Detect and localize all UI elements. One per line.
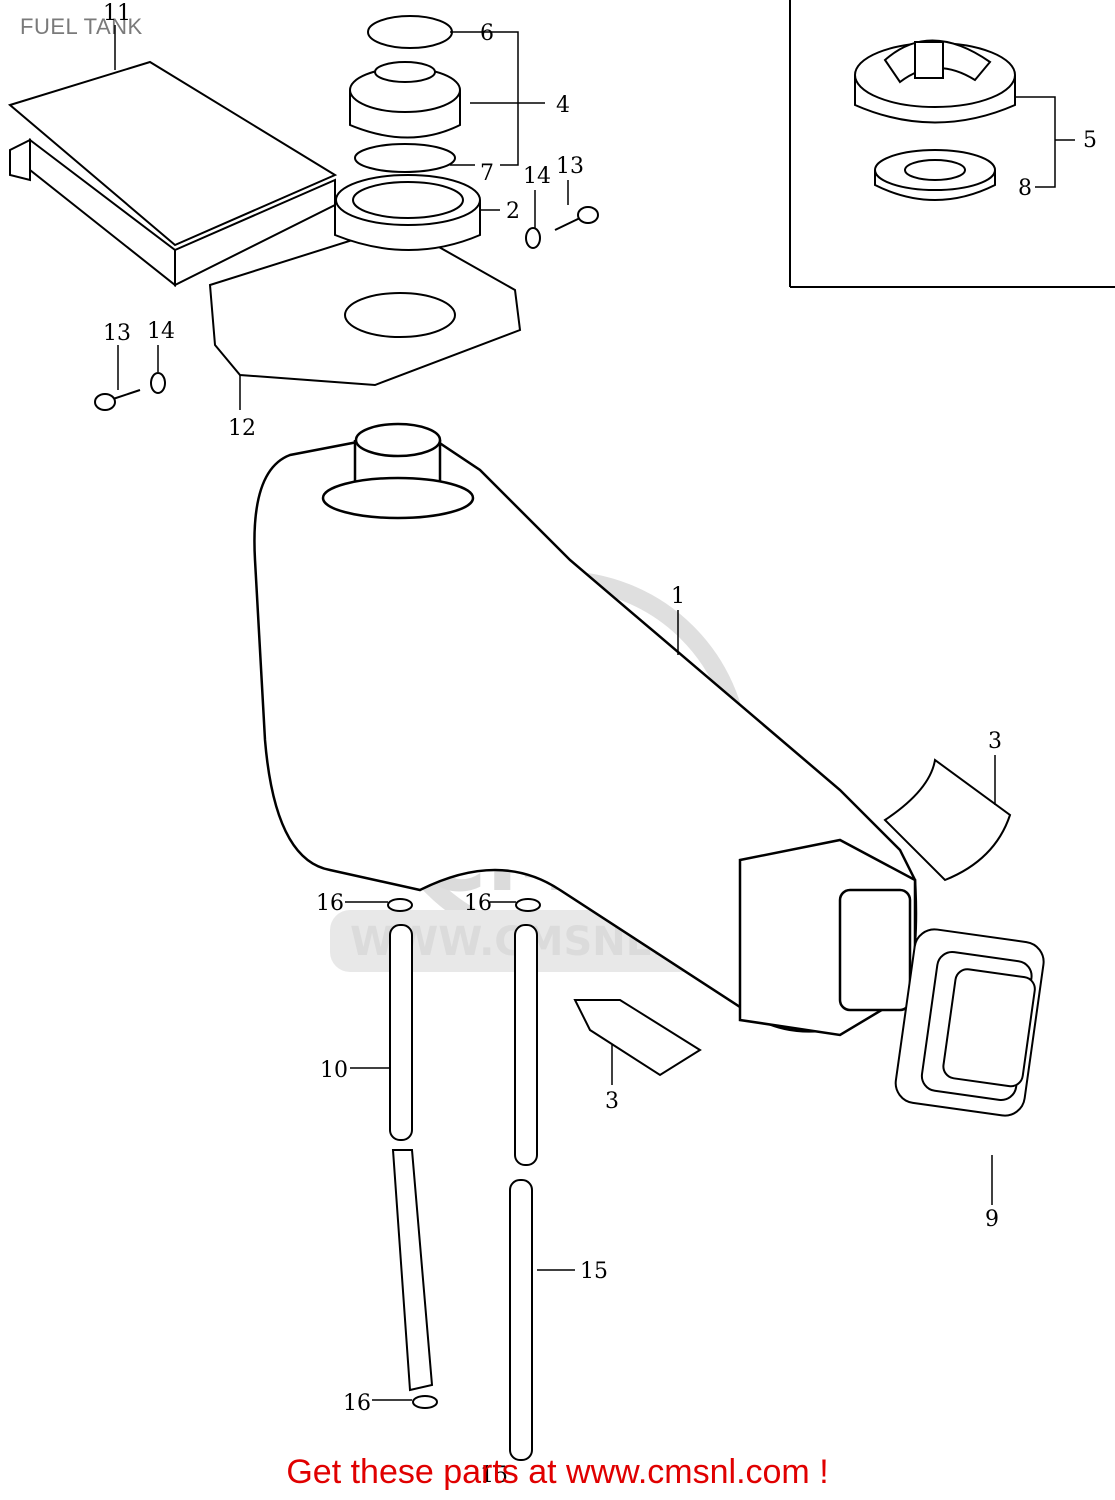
callout-14-lower: 14	[147, 319, 175, 344]
part-9-boot	[894, 928, 1045, 1117]
part-16-clip-b	[515, 898, 541, 912]
callout-10: 10	[320, 1058, 348, 1083]
part-12-bracket	[208, 223, 522, 387]
part-14-washer-upper	[525, 227, 541, 249]
callout-2: 2	[506, 199, 520, 224]
footer-link[interactable]: Get these parts at www.cmsnl.com !	[286, 1453, 829, 1491]
diagram-title: FUEL TANK	[20, 14, 143, 39]
callout-1: 1	[671, 584, 685, 609]
callout-12: 12	[228, 416, 256, 441]
callout-15-a: 15	[580, 1259, 608, 1284]
callout-15-b: 15	[480, 1463, 508, 1488]
part-15-hose-upper	[514, 924, 538, 1166]
part-16-clip-c	[412, 1395, 438, 1409]
callout-13-upper: 13	[556, 154, 584, 179]
callout-8: 8	[1018, 176, 1032, 201]
inset-frame	[789, 0, 1115, 288]
callout-9: 9	[985, 1207, 999, 1232]
part-4-cap	[349, 61, 461, 139]
part-13-bolt-lower	[94, 389, 141, 411]
callout-7: 7	[480, 161, 494, 186]
callouts: 11 6 4 7 2 14 13 13 14 12 1 5 8 3 3 9 10…	[103, 1, 1097, 1488]
callout-3-upper: 3	[988, 729, 1002, 754]
part-10-hose	[389, 924, 413, 1141]
part-11-cover	[7, 60, 338, 288]
callout-14-upper: 14	[523, 164, 551, 189]
callout-16-a: 16	[316, 891, 344, 916]
callout-16-c: 16	[343, 1391, 371, 1416]
inset-washer	[874, 149, 996, 201]
callout-4: 4	[556, 93, 570, 118]
callout-5: 5	[1083, 128, 1097, 153]
callout-13-lower: 13	[103, 321, 131, 346]
part-10-hose-lower	[391, 1149, 434, 1392]
part-14-washer-lower	[150, 372, 166, 394]
part-1-fuel-tank	[253, 422, 918, 1037]
part-15-hose-lower	[509, 1179, 533, 1461]
leader-lines	[114, 25, 1075, 1401]
part-3-pad-lower	[573, 999, 702, 1077]
part-13-bolt-upper	[554, 206, 599, 231]
part-6-ring	[367, 15, 453, 49]
callout-3-lower: 3	[605, 1089, 619, 1114]
part-2-neck	[334, 174, 481, 251]
callout-11: 11	[103, 1, 131, 26]
part-3-pad-upper	[883, 758, 1012, 882]
part-16-clip-a	[387, 898, 413, 912]
part-7-gasket	[354, 143, 456, 173]
inset-fuel-cap	[854, 39, 1016, 124]
callout-16-b: 16	[464, 891, 492, 916]
callout-6: 6	[480, 21, 494, 46]
